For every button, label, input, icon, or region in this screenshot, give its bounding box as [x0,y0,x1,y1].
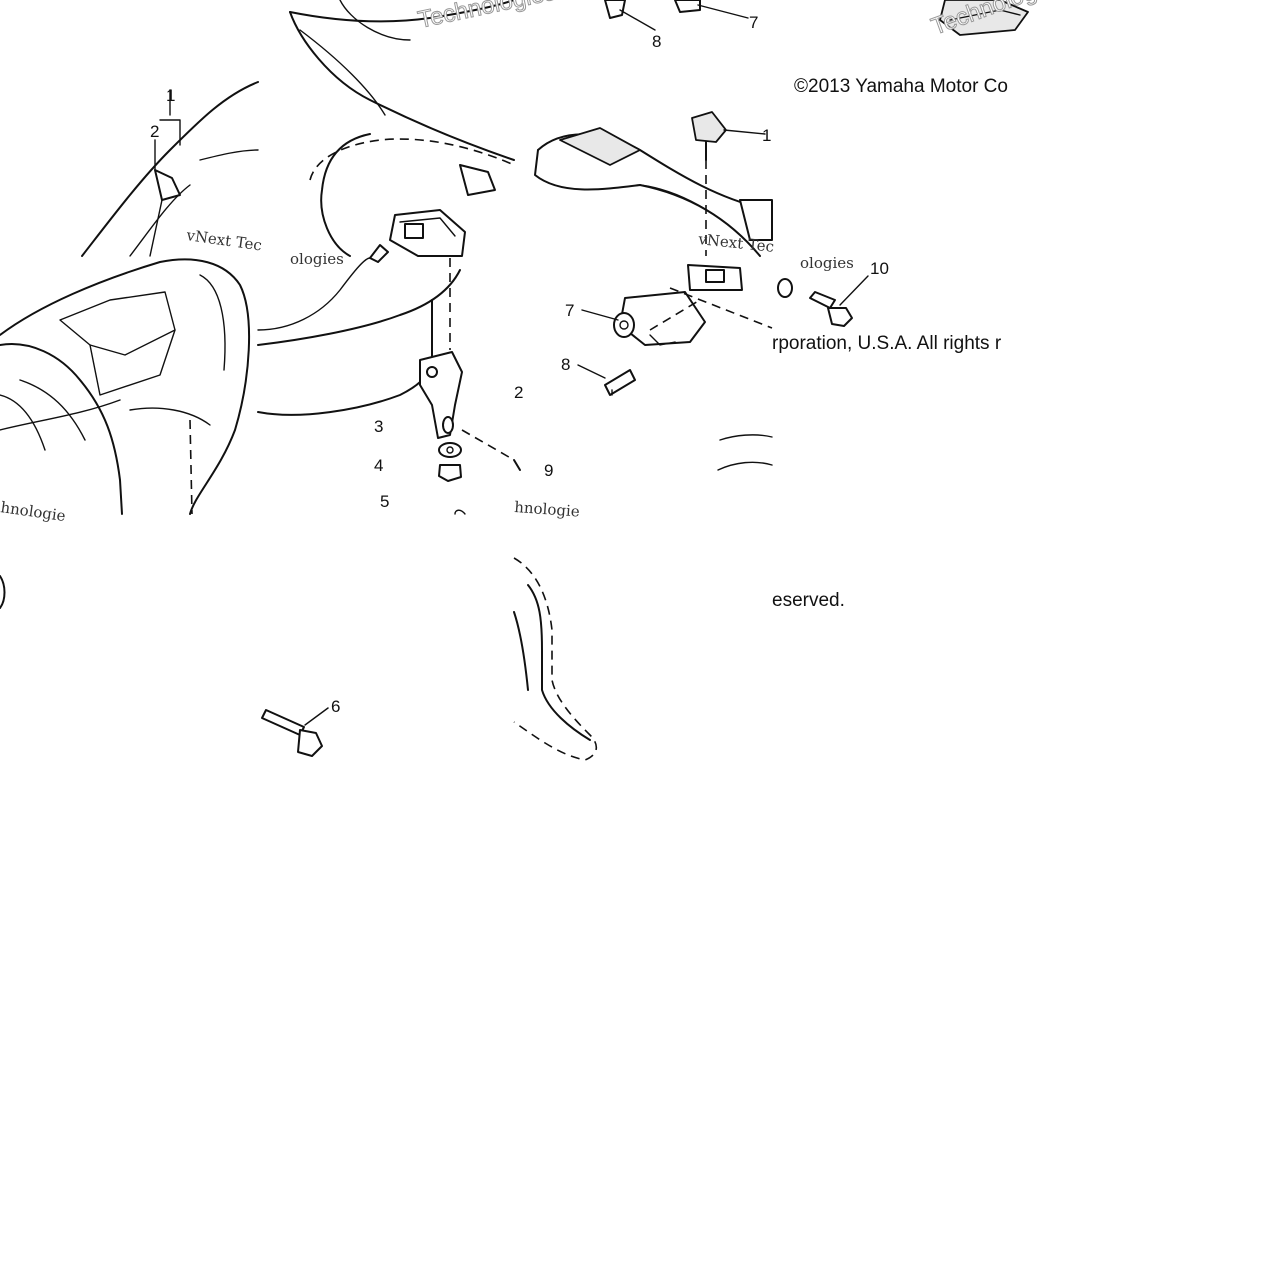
callout-label: 1 [762,126,771,145]
seat-upper-tile [289,0,515,257]
seat-top-tile [81,81,259,257]
watermark-text: hnologie [0,498,67,525]
callout-label: 10 [870,259,889,278]
callout-label: 2 [150,122,159,141]
callout-label: 4 [374,456,383,475]
callout-label: 7 [749,13,758,32]
bolt-6-tile [261,707,329,757]
lock-assembly-tile [513,264,773,471]
bolt-tile [777,275,869,327]
copyright-text-part-2: rporation, U.S.A. All rights r [772,333,1002,354]
callout-label: 9 [544,461,553,480]
copyright-text-part-1: ©2013 Yamaha Motor Co [794,76,1008,97]
watermark-text: ologies [290,250,344,268]
callout-label: 6 [331,697,340,716]
seat-cushion-tile [0,258,251,515]
watermark-text: Technologies [416,0,559,34]
callout-label: 8 [561,355,570,374]
callout-label: 1 [166,86,175,105]
rear-part-tile [939,0,1029,36]
callout-label: 8 [652,32,661,51]
grab-bar-tile [534,0,773,257]
watermark-text: vNext Tec [184,226,263,255]
callout-label: 5 [380,492,389,511]
seat-base-tile [257,244,515,515]
watermark-text: hnologie [514,498,581,521]
copyright-text-part-3: eserved. [772,590,845,611]
watermark-text: ologies [800,254,854,272]
callout-label: 3 [374,417,383,436]
callout-label: 2 [514,383,523,402]
lower-bar-tile [513,557,598,761]
partial-edge [0,575,6,609]
callout-label: 7 [565,301,574,320]
